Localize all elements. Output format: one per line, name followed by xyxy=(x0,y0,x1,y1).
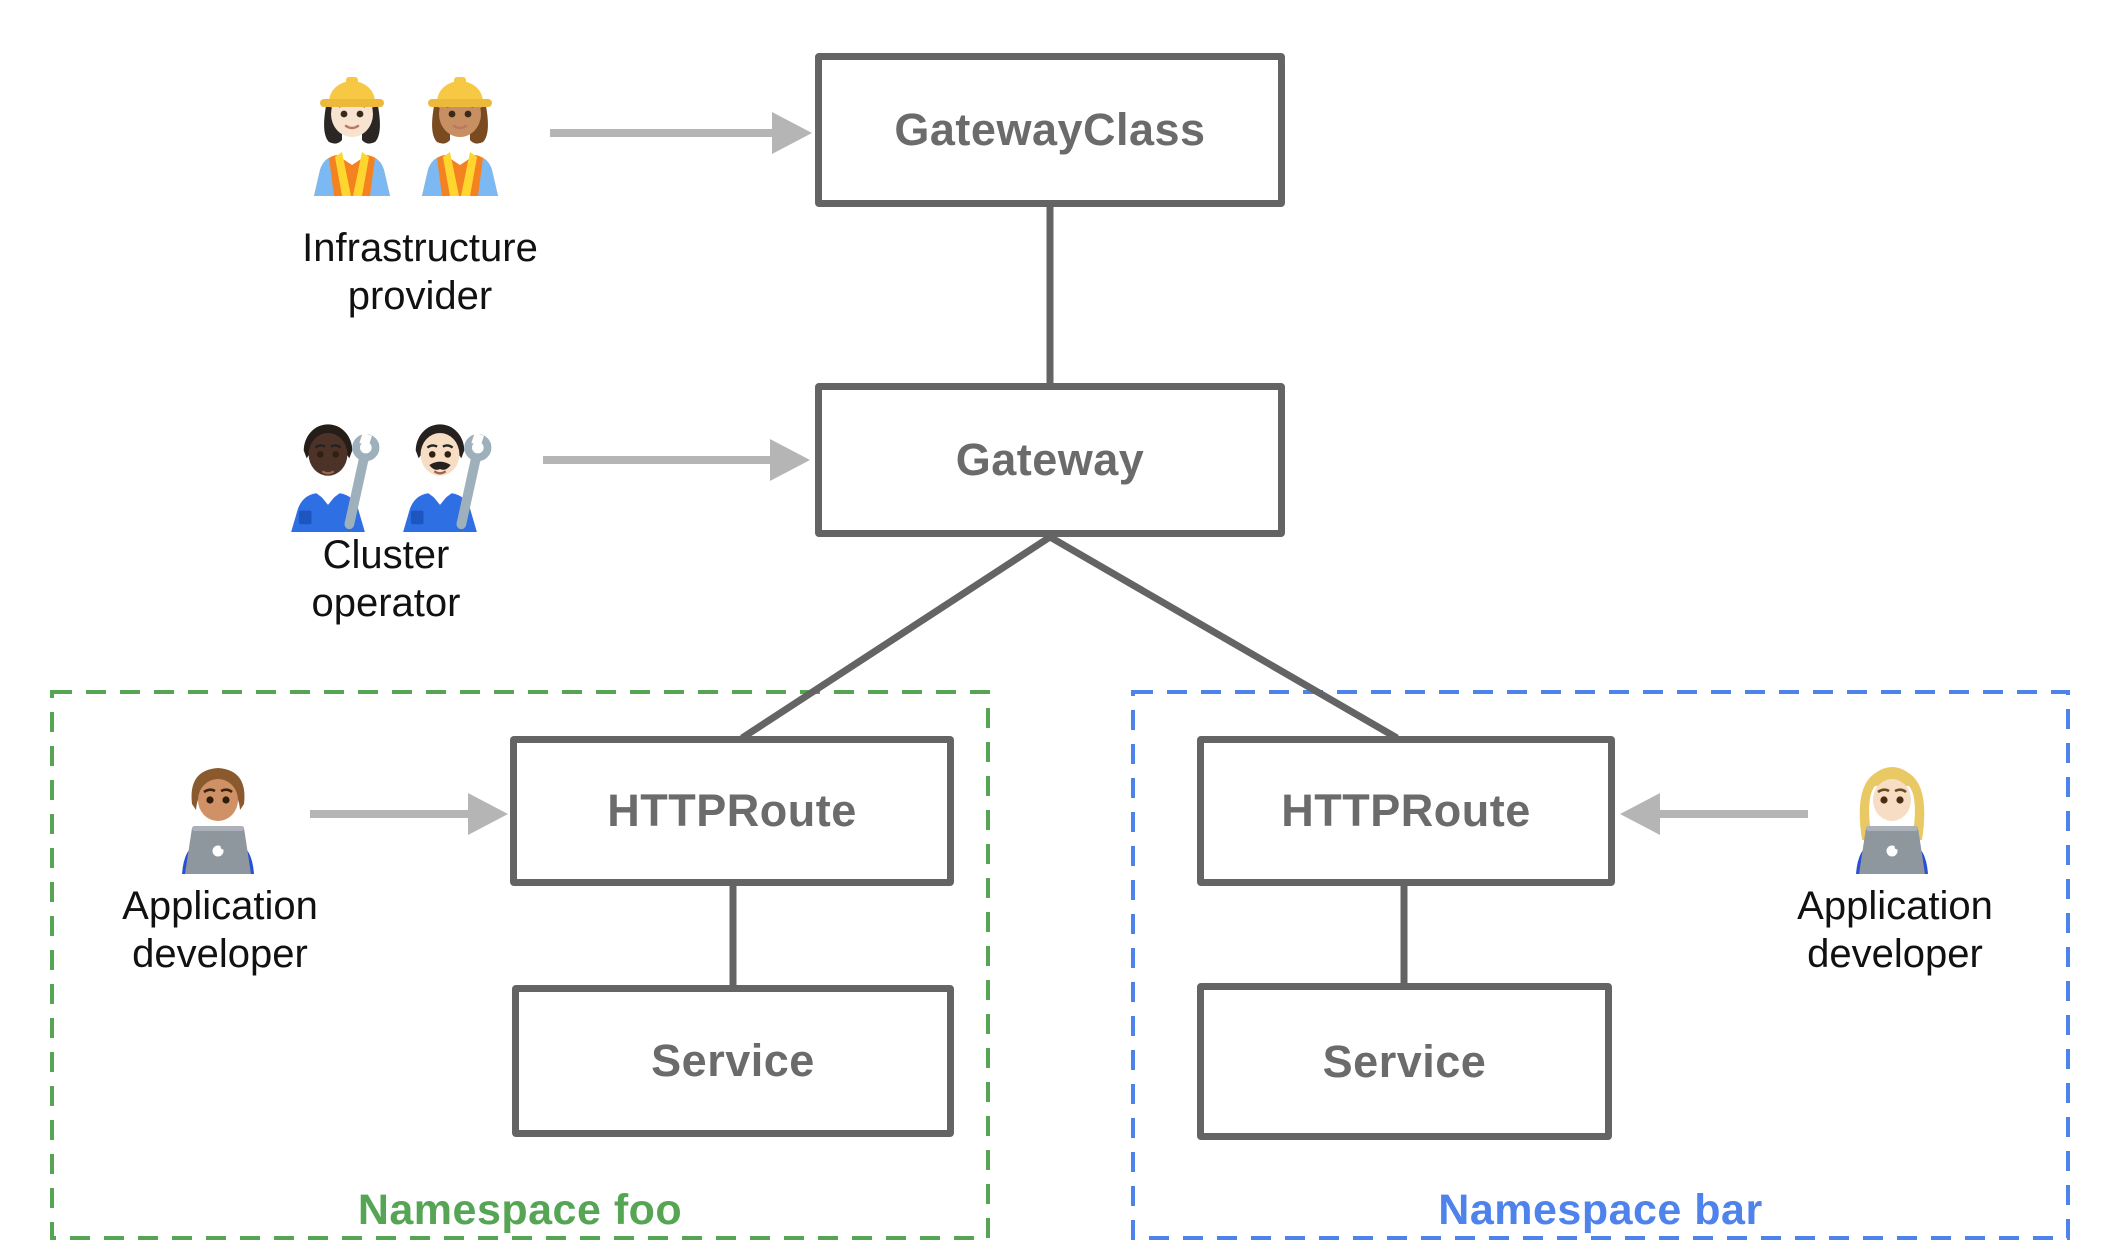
arrow-application-developer-bar xyxy=(1620,793,1808,835)
infrastructure-provider-icons xyxy=(302,62,510,196)
woman-construction-worker-light-emoji xyxy=(302,62,402,196)
namespace-bar-label: Namespace bar xyxy=(1438,1186,1763,1234)
edge-gateway-httproute-foo xyxy=(740,534,1052,741)
httproute-bar-label: HTTPRoute xyxy=(1281,785,1531,836)
edge-gateway-httproute-bar xyxy=(1048,533,1399,742)
namespace-foo-label: Namespace foo xyxy=(357,1186,683,1234)
application-developer-bar-label: Application developer xyxy=(1797,884,1993,976)
service-bar-label: Service xyxy=(1322,1035,1487,1087)
woman-technologist-emoji xyxy=(1838,752,1946,874)
httproute-foo-label: HTTPRoute xyxy=(607,785,857,836)
namespace-foo-border xyxy=(50,690,990,1240)
infrastructure-provider-label: Infrastructure provider xyxy=(302,226,538,318)
namespace-bar-border xyxy=(1131,690,2070,1240)
application-developer-foo-label: Application developer xyxy=(122,884,318,976)
mechanic-dark-emoji xyxy=(276,402,380,532)
httproute-foo-node: HTTPRoute xyxy=(510,736,954,886)
man-mechanic-light-emoji xyxy=(388,402,492,532)
woman-construction-worker-medium-emoji xyxy=(410,62,510,196)
service-foo-node: Service xyxy=(512,985,954,1137)
application-developer-foo-icon xyxy=(164,752,272,874)
gateway-node: Gateway xyxy=(815,383,1285,537)
gatewayclass-node: GatewayClass xyxy=(815,53,1285,207)
httproute-bar-node: HTTPRoute xyxy=(1197,736,1615,886)
arrow-cluster-operator xyxy=(543,439,810,481)
man-technologist-emoji xyxy=(164,752,272,874)
cluster-operator-label: Cluster operator xyxy=(311,533,461,625)
cluster-operator-icons xyxy=(276,402,492,532)
gatewayclass-label: GatewayClass xyxy=(894,104,1206,155)
application-developer-bar-icon xyxy=(1838,752,1946,874)
service-bar-node: Service xyxy=(1197,983,1612,1140)
gateway-label: Gateway xyxy=(955,434,1145,485)
arrow-application-developer-foo xyxy=(310,793,508,835)
arrow-infrastructure-provider xyxy=(550,112,812,154)
service-foo-label: Service xyxy=(651,1035,815,1086)
